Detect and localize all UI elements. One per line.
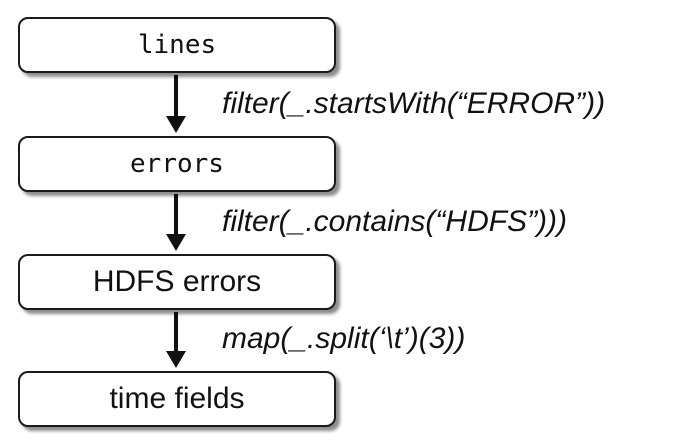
- node-label: HDFS errors: [92, 265, 262, 298]
- arrowhead: [166, 234, 186, 251]
- edge-label-map-split: map(_.split(‘\t’)(3)): [222, 322, 466, 355]
- node-label: time fields: [109, 382, 245, 415]
- arrow-errors-to-hdfs-errors: [166, 194, 186, 251]
- node-time-fields: time fields: [18, 371, 336, 427]
- arrow-lines-to-errors: [166, 75, 186, 133]
- arrowhead: [166, 351, 186, 368]
- node-errors: errors: [18, 136, 336, 192]
- node-label: errors: [130, 149, 224, 179]
- node-hdfs-errors: HDFS errors: [18, 254, 336, 310]
- edge-label-filter-hdfs: filter(_.contains(“HDFS”))): [222, 205, 568, 238]
- node-lines: lines: [18, 17, 336, 73]
- node-label: lines: [137, 30, 217, 60]
- arrowhead: [166, 116, 186, 133]
- arrow-hdfs-errors-to-time-fields: [166, 312, 186, 368]
- edge-label-filter-error: filter(_.startsWith(“ERROR”)): [222, 87, 606, 120]
